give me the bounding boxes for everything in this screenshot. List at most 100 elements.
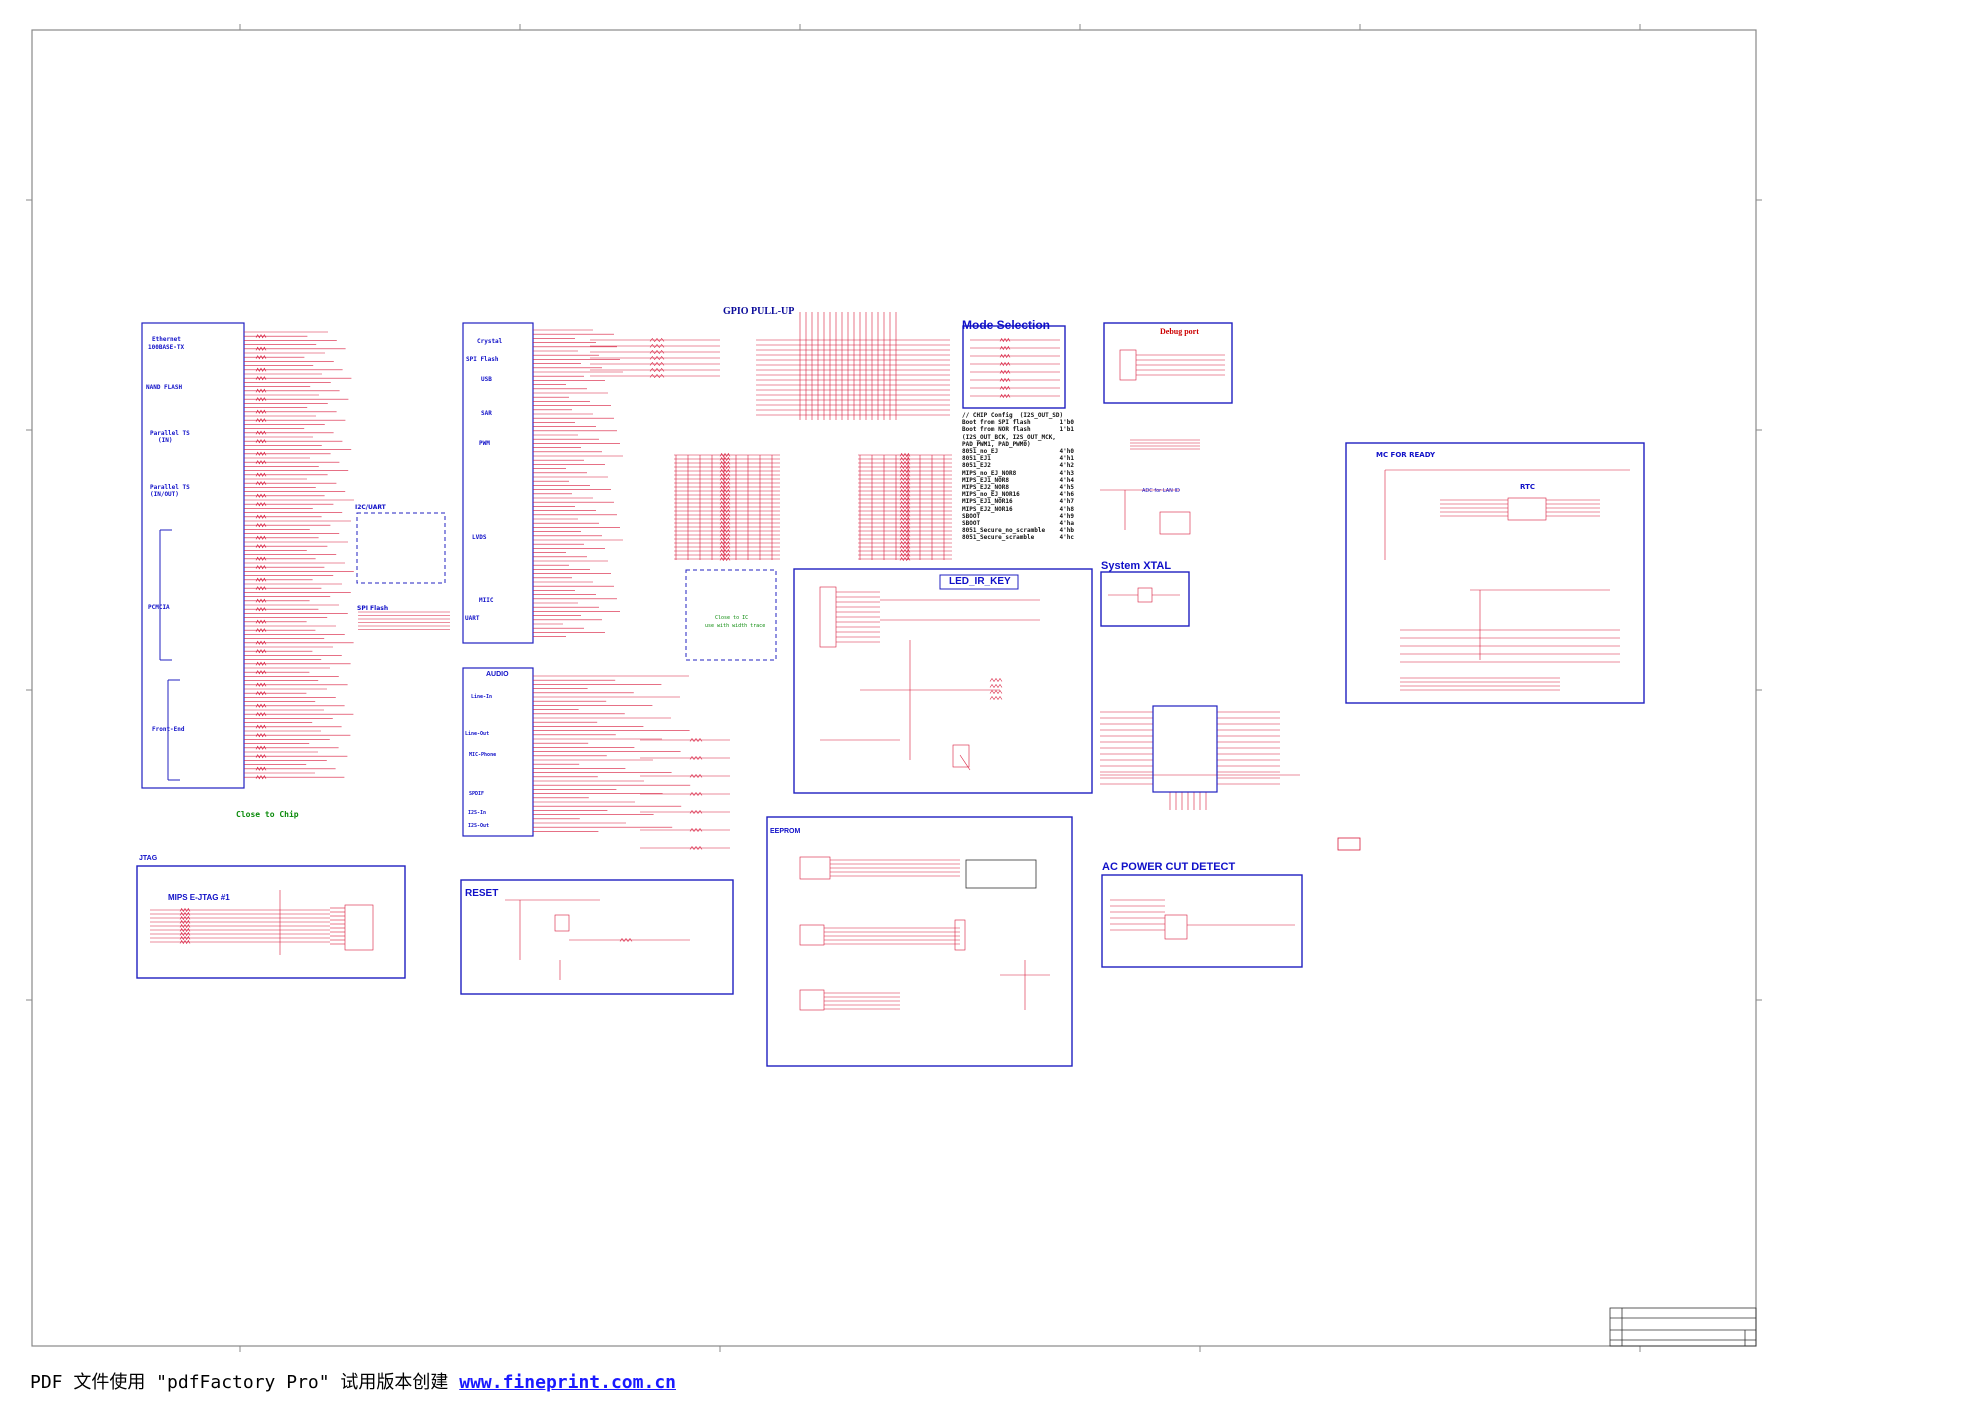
mode-config-line: SBOOT 4'h9 bbox=[962, 512, 1074, 520]
resistor bbox=[649, 374, 665, 378]
mode-config-line: Boot from NOR flash 1'b1 bbox=[962, 426, 1074, 434]
debug-port-title: Debug port bbox=[1160, 327, 1199, 336]
audio-ic-block bbox=[462, 667, 730, 851]
resistor bbox=[689, 827, 703, 833]
mid-block-label: USB bbox=[481, 376, 492, 383]
resistor bbox=[719, 452, 731, 458]
resistor bbox=[899, 524, 911, 530]
jtag-title: JTAG bbox=[139, 855, 158, 862]
resistor bbox=[899, 496, 911, 502]
component bbox=[1119, 349, 1137, 381]
close-to-ic-label: Close to IC bbox=[715, 615, 749, 621]
resistor bbox=[255, 745, 267, 750]
resistor bbox=[619, 937, 633, 943]
resistor bbox=[719, 524, 731, 530]
resistor bbox=[255, 535, 267, 540]
resistor bbox=[719, 544, 731, 550]
resistor bbox=[719, 504, 731, 510]
resistor bbox=[255, 661, 267, 666]
resistor bbox=[255, 502, 267, 507]
resistor bbox=[899, 500, 911, 506]
resistor bbox=[719, 492, 731, 498]
resistor bbox=[719, 548, 731, 554]
resistor bbox=[899, 472, 911, 478]
resistor bbox=[255, 481, 267, 486]
resistor bbox=[899, 480, 911, 486]
component bbox=[799, 924, 825, 946]
resistor bbox=[719, 460, 731, 466]
mode-config-line: // CHIP Config (I2S_OUT_SD) bbox=[962, 412, 1064, 419]
resistor bbox=[255, 607, 267, 612]
mode-config-line: SBOOT 4'ha bbox=[962, 520, 1074, 528]
resistor bbox=[255, 514, 267, 519]
resistor bbox=[255, 712, 267, 717]
mode-config-line: 8051_Secure_scramble 4'hc bbox=[962, 534, 1074, 542]
resistor bbox=[719, 484, 731, 490]
resistor bbox=[255, 388, 267, 393]
resistor bbox=[255, 472, 267, 477]
resistor bbox=[899, 464, 911, 470]
mode-config-line: 8051_EJ2 4'h2 bbox=[962, 462, 1074, 470]
resistor bbox=[899, 516, 911, 522]
component bbox=[1164, 914, 1188, 940]
close-to-chip-label: Close to Chip bbox=[236, 810, 299, 819]
resistor bbox=[899, 532, 911, 538]
component bbox=[1137, 587, 1153, 603]
mid-block-label: Crystal bbox=[477, 338, 503, 345]
resistor bbox=[255, 346, 267, 351]
system-xtal-title: System XTAL bbox=[1101, 560, 1172, 572]
component bbox=[954, 919, 966, 951]
fineprint-link[interactable]: www.fineprint.com.cn bbox=[459, 1372, 676, 1393]
resistor bbox=[255, 724, 267, 729]
audio-block-label: MIC-Phone bbox=[469, 752, 497, 758]
resistor bbox=[255, 409, 267, 414]
audio-block-label: Line-Out bbox=[465, 731, 490, 737]
left-block-label: (IN) bbox=[158, 437, 173, 444]
wire bbox=[959, 754, 971, 771]
resistor bbox=[255, 544, 267, 549]
mode-config-line: 8051_Secure_no_scramble 4'hb bbox=[962, 527, 1074, 535]
mode-selection-title: Mode Selection bbox=[962, 318, 1051, 332]
resistor bbox=[689, 773, 703, 779]
resistor bbox=[179, 911, 191, 917]
mid-block-label: PWM bbox=[479, 440, 490, 447]
resistor bbox=[179, 927, 191, 933]
resistor bbox=[255, 598, 267, 603]
title-block bbox=[1609, 1307, 1757, 1347]
resistor bbox=[899, 520, 911, 526]
resistor bbox=[179, 915, 191, 921]
component bbox=[1507, 497, 1547, 521]
resistor bbox=[255, 649, 267, 654]
resistor bbox=[899, 512, 911, 518]
resistor bbox=[255, 367, 267, 372]
resistor bbox=[255, 565, 267, 570]
resistor bbox=[255, 523, 267, 528]
resistor bbox=[255, 703, 267, 708]
resistor bbox=[179, 939, 191, 945]
resistor bbox=[255, 619, 267, 624]
audio-block-label: I2S-In bbox=[468, 810, 487, 816]
component bbox=[819, 586, 837, 648]
resistor bbox=[899, 492, 911, 498]
resistor bbox=[255, 682, 267, 687]
resistor bbox=[899, 460, 911, 466]
resistor bbox=[719, 476, 731, 482]
mode-config-line: Boot from SPI flash 1'b0 bbox=[962, 419, 1074, 427]
resistor bbox=[179, 923, 191, 929]
resistor bbox=[255, 766, 267, 771]
mode-config-line: 8051_EJ1 4'h1 bbox=[962, 455, 1074, 463]
resistor bbox=[719, 536, 731, 542]
resistor bbox=[689, 737, 703, 743]
component bbox=[952, 744, 970, 768]
resistor bbox=[719, 540, 731, 546]
resistor bbox=[689, 809, 703, 815]
resistor bbox=[719, 508, 731, 514]
resistor bbox=[689, 845, 703, 851]
audio-title: AUDIO bbox=[486, 671, 509, 678]
left-block-label: (IN/OUT) bbox=[150, 491, 179, 498]
resistor bbox=[719, 488, 731, 494]
rtc-title: RTC bbox=[1520, 483, 1535, 491]
mode-config-line: MIPS_EJ1_NOR16 4'h7 bbox=[962, 498, 1074, 506]
pdf-footer: PDF 文件使用 "pdfFactory Pro" 试用版本创建 www.fin… bbox=[30, 1368, 676, 1394]
